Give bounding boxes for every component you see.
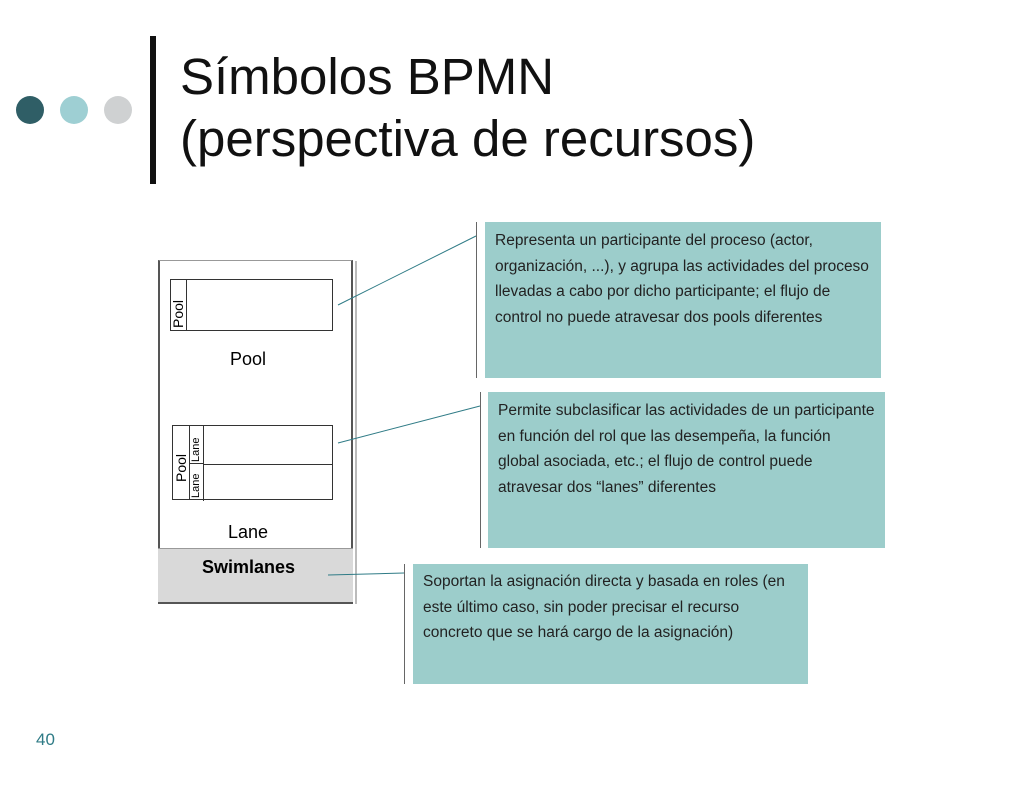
pool-caption: Pool xyxy=(230,349,267,369)
lane-tab-top: Lane xyxy=(190,426,204,464)
lane-tab-top-label: Lane xyxy=(190,437,202,462)
note-swimlanes-bar xyxy=(404,564,405,684)
page-number: 40 xyxy=(36,730,55,749)
title-line-1: Símbolos BPMN xyxy=(180,48,555,105)
lane-tab-bottom: Lane xyxy=(190,464,204,501)
lane-divider xyxy=(204,464,332,465)
bpmn-diagram: Pool Pool Pool Lane Lane Lane Swimlanes xyxy=(158,260,357,604)
title-line-2: (perspectiva de recursos) xyxy=(180,110,756,167)
lane-pool-tab: Pool xyxy=(173,426,190,499)
title-bar xyxy=(150,36,156,184)
note-pool: Representa un participante del proceso (… xyxy=(485,222,881,378)
decor-dot-dark xyxy=(16,96,44,124)
pool-tab-label: Pool xyxy=(170,299,186,328)
connector-pool xyxy=(337,235,477,306)
swimlanes-band xyxy=(158,548,353,604)
lane-symbol: Pool Lane Lane xyxy=(172,425,333,501)
pool-tab: Pool xyxy=(170,280,187,330)
swimlanes-caption: Swimlanes xyxy=(202,557,296,577)
note-lane-bar xyxy=(480,392,481,548)
decor-dot-grey xyxy=(104,96,132,124)
lane-caption: Lane xyxy=(228,522,269,542)
lane-pool-tab-label: Pool xyxy=(173,453,189,482)
decor-dot-light xyxy=(60,96,88,124)
note-swimlanes: Soportan la asignación directa y basada … xyxy=(413,564,808,684)
connector-lane xyxy=(337,405,481,444)
slide-title: Símbolos BPMN (perspectiva de recursos) xyxy=(180,46,755,170)
lane-tab-bottom-label: Lane xyxy=(190,473,202,498)
note-lane: Permite subclasificar las actividades de… xyxy=(488,392,885,548)
note-pool-bar xyxy=(476,222,477,378)
pool-symbol: Pool xyxy=(170,279,333,331)
